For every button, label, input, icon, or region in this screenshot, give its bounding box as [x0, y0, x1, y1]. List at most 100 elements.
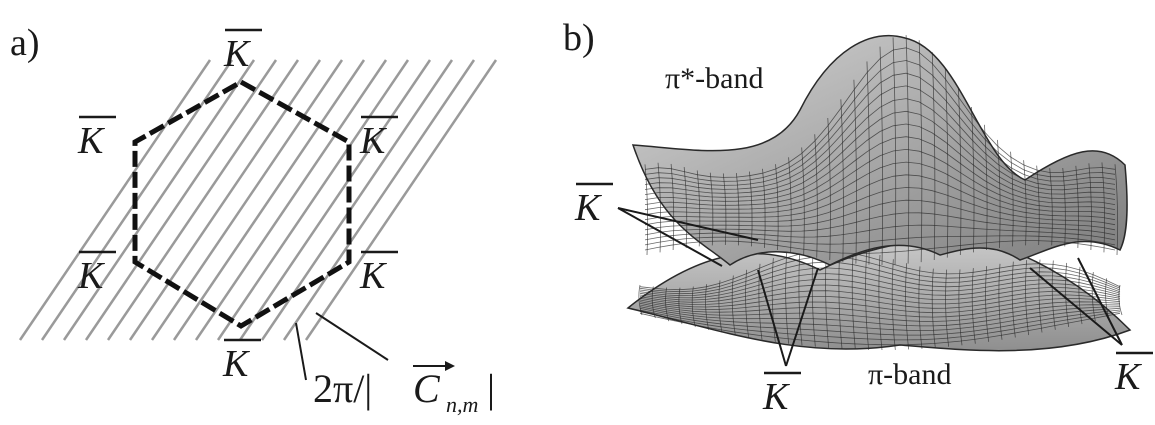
mesh-line	[840, 99, 844, 263]
svg-text:K: K	[222, 343, 250, 385]
spacing-label: 2π/| C n,m |	[313, 361, 495, 417]
mesh-line	[644, 148, 1116, 211]
k-pointer-bottom-2	[757, 269, 787, 367]
mesh-line	[639, 311, 1121, 341]
svg-text:K: K	[77, 120, 105, 162]
cutting-line	[194, 59, 388, 341]
svg-text:K: K	[359, 255, 387, 297]
svg-text:K: K	[359, 120, 387, 162]
pi-star-band-surface	[631, 34, 1128, 266]
mesh-line	[1023, 160, 1027, 246]
spacing-label-vector: C	[413, 366, 441, 411]
mesh-line	[1010, 151, 1014, 247]
mesh-line	[644, 235, 1116, 246]
panel-b: b) π*-band π-band K K K	[563, 17, 1153, 418]
mesh-line	[644, 240, 1116, 254]
k-point-label-bottom-center: K	[762, 371, 801, 418]
cutting-line	[62, 59, 256, 341]
mesh-line	[918, 40, 923, 263]
panel-a-label: a)	[10, 22, 40, 64]
mesh-line	[639, 278, 1121, 301]
mesh-line	[639, 250, 1121, 291]
k-point-label-lower-left: K	[77, 250, 116, 297]
spacing-label-prefix: 2π/|	[313, 366, 372, 411]
mesh-line	[644, 199, 1116, 231]
mesh-line	[639, 304, 1121, 322]
mesh-line	[639, 307, 1121, 331]
mesh-line	[639, 306, 1121, 327]
mesh-line	[866, 61, 871, 265]
cutting-lines	[18, 59, 498, 341]
brillouin-zone-hexagon	[132, 79, 352, 329]
mesh-line	[644, 123, 1116, 202]
mesh-line	[788, 157, 792, 253]
k-point-label-lower-right: K	[359, 250, 398, 297]
spacing-leader-line-1	[295, 322, 307, 381]
vector-arrow-head	[445, 361, 455, 371]
mesh-line	[879, 46, 884, 266]
spacing-label-suffix: |	[487, 366, 495, 411]
k-point-label-bottom: K	[222, 338, 261, 385]
k-pointer-right-1	[1029, 267, 1123, 346]
mesh-line	[639, 294, 1121, 309]
mesh-line	[853, 79, 857, 264]
mesh-line	[639, 261, 1121, 295]
spacing-leader-line-2	[315, 312, 389, 361]
mesh-line	[644, 136, 1116, 206]
mesh-line	[639, 301, 1121, 318]
cutting-line	[18, 59, 212, 341]
pi-star-band-mesh	[644, 35, 1119, 266]
k-pointer-bottom-1	[785, 267, 819, 367]
cutting-line	[84, 59, 278, 341]
mesh-line	[639, 284, 1121, 303]
svg-text:K: K	[1114, 356, 1142, 398]
mesh-line	[997, 139, 1001, 248]
pi-band-mesh	[638, 244, 1123, 351]
mesh-line	[931, 51, 936, 261]
mesh-line	[644, 98, 1116, 194]
mesh-line	[775, 164, 779, 251]
k-point-label-upper-right: K	[359, 115, 398, 162]
mesh-line	[639, 255, 1121, 293]
mesh-line	[644, 85, 1116, 190]
mesh-line	[644, 110, 1116, 198]
svg-text:K: K	[574, 187, 602, 229]
mesh-line	[644, 72, 1116, 186]
cutting-line	[238, 59, 432, 341]
mesh-line	[644, 212, 1116, 236]
k-point-label-top: K	[223, 28, 262, 75]
cutting-line	[172, 59, 366, 341]
k-point-label-right: K	[1114, 351, 1153, 398]
mesh-line	[644, 161, 1116, 216]
k-point-label-left: K	[574, 182, 613, 229]
mesh-line	[638, 284, 643, 316]
cutting-line	[282, 59, 476, 341]
k-point-label-upper-left: K	[77, 115, 116, 162]
mesh-line	[639, 273, 1121, 299]
mesh-line	[644, 174, 1116, 221]
pi-star-band-label: π*-band	[665, 62, 763, 95]
cutting-line	[216, 59, 410, 341]
cutting-line	[304, 59, 498, 341]
mesh-line	[644, 224, 1116, 241]
mesh-line	[1114, 164, 1119, 256]
k-pointer-left-1	[617, 207, 759, 241]
svg-text:K: K	[762, 376, 790, 418]
k-pointer-right-2	[1077, 257, 1123, 346]
mesh-line	[639, 298, 1121, 314]
k-pointer-left-2	[617, 207, 723, 267]
svg-text:K: K	[77, 255, 105, 297]
svg-text:K: K	[223, 33, 251, 75]
pi-band-label: π-band	[868, 358, 951, 391]
mesh-line	[639, 290, 1121, 305]
panel-a: a) K K K K K K	[10, 22, 498, 417]
cutting-line	[106, 59, 300, 341]
pi-band-surface	[626, 238, 1132, 352]
spacing-label-subscript: n,m	[446, 392, 478, 417]
mesh-line	[639, 312, 1121, 346]
panel-b-label: b)	[563, 17, 595, 59]
mesh-line	[644, 60, 1116, 182]
mesh-line	[644, 187, 1116, 226]
mesh-line	[644, 47, 1116, 178]
mesh-line	[639, 309, 1121, 336]
